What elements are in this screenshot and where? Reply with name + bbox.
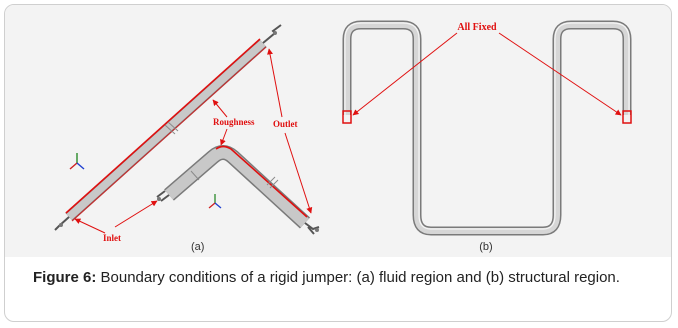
roughness-wall-lower [215,145,308,218]
panel-b-label: (b) [479,241,492,253]
figure-frame: Roughness Outlet Inlet (a) All Fixed (b) [4,4,672,322]
caption-text: Boundary conditions of a rigid jumper: (… [96,269,620,286]
panel-a: Roughness Outlet Inlet (a) [54,24,320,253]
fixed-support-right [622,110,632,124]
jumper-pipe-outline [342,20,632,236]
panel-b: All Fixed (b) [342,20,632,253]
annotation-arrows-b [352,32,622,116]
roughness-wall-upper [65,38,261,214]
outlet-label: Outlet [273,119,298,129]
figure-illustration: Roughness Outlet Inlet (a) All Fixed (b) [54,20,632,253]
caption-label: Figure 6: [33,269,97,286]
panel-a-label: (a) [191,241,204,253]
inlet-label: Inlet [103,233,121,243]
figure-caption: Figure 6: Boundary conditions of a rigid… [33,267,645,288]
roughness-label: Roughness [213,117,255,127]
all-fixed-label: All Fixed [457,22,497,33]
figure-image-area: Roughness Outlet Inlet (a) All Fixed (b) [5,5,671,257]
axis-triad-icon [208,194,222,209]
axis-triad-icon [69,153,85,170]
lower-bent-pipe [156,145,320,235]
annotation-arrows-a [74,48,313,234]
fixed-support-left [342,110,352,124]
upper-straight-pipe [54,24,282,231]
